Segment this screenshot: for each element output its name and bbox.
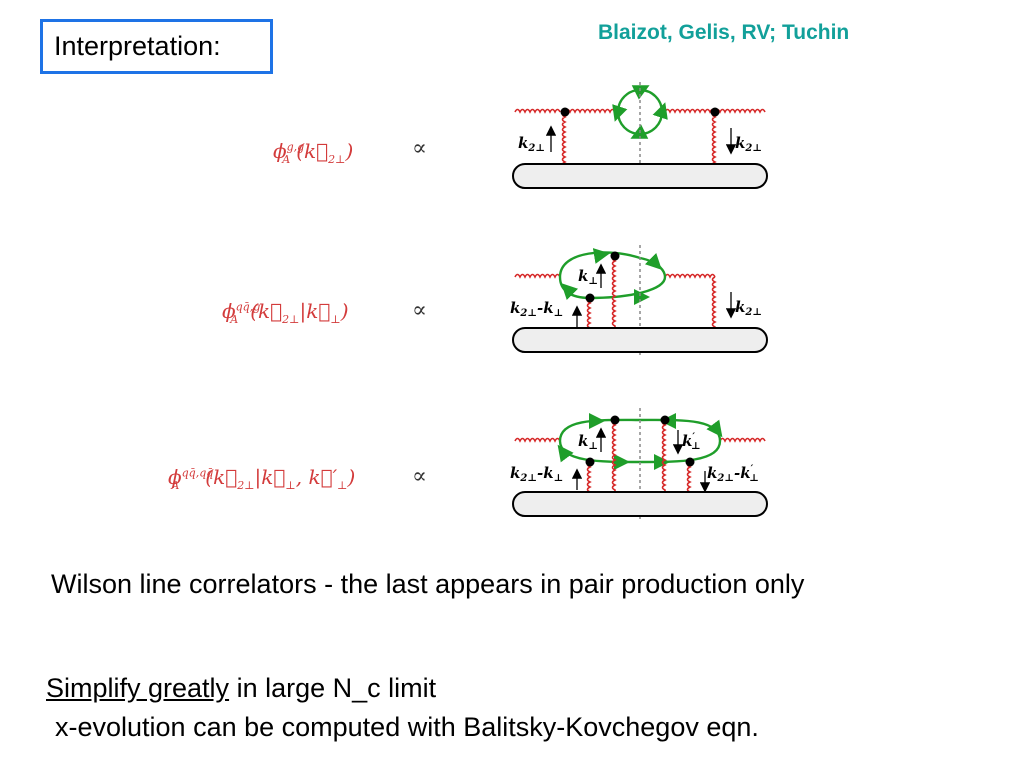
vertex-dot: [685, 457, 695, 467]
svg-text:k2⊥: k2⊥: [518, 134, 545, 154]
vertex-dot: [710, 107, 720, 117]
body-text-simplify-rest: in large N_c limit: [229, 673, 437, 703]
svg-text:k′⊥: k′⊥: [682, 432, 701, 452]
title-box: Interpretation:: [40, 19, 273, 74]
proportional-sign-1: ∝: [412, 136, 427, 161]
gluon-vertical: [561, 111, 567, 182]
vertex-dot: [610, 415, 620, 425]
gluon-vertical: [711, 111, 717, 182]
nucleus-bar: [512, 163, 768, 189]
gluon-vertical: [661, 419, 667, 495]
nucleus-bar: [512, 327, 768, 353]
vertex-dot: [585, 293, 595, 303]
svg-text:k2⊥: k2⊥: [735, 298, 762, 318]
formula-gg: ϕg,gA(k⃗2⊥): [273, 139, 354, 166]
svg-text:k2⊥-k⊥: k2⊥-k⊥: [510, 299, 563, 319]
gluon-vertical: [611, 419, 617, 495]
body-text-wilson: Wilson line correlators - the last appea…: [51, 569, 805, 599]
svg-text:k⊥: k⊥: [578, 267, 598, 287]
svg-text:k2⊥-k⊥: k2⊥-k⊥: [510, 464, 563, 484]
body-text-evolution: x-evolution can be computed with Balitsk…: [55, 712, 759, 742]
gluon-line: [514, 108, 561, 114]
authors-credit: Blaizot, Gelis, RV; Tuchin: [598, 21, 850, 44]
gluon-vertical: [686, 461, 692, 497]
gluon-line: [664, 273, 716, 279]
gluon-vertical: [586, 461, 592, 497]
gluon-vertical: [611, 255, 617, 333]
vertex-dot: [660, 415, 670, 425]
gluon-line: [664, 108, 716, 114]
gluon-line: [514, 437, 561, 443]
underlined-phrase: Simplify greatly: [46, 673, 230, 703]
diagram-2: k⊥ k2⊥-k⊥ k2⊥: [510, 245, 768, 355]
nucleus-bar: [512, 491, 768, 517]
page-title: Interpretation:: [54, 31, 221, 61]
svg-text:k⊥: k⊥: [578, 432, 598, 452]
vertex-dot: [585, 457, 595, 467]
proportional-sign-2: ∝: [412, 298, 427, 323]
svg-text:k2⊥: k2⊥: [735, 134, 762, 154]
proportional-sign-3: ∝: [412, 464, 427, 489]
svg-text:k2⊥-k′⊥: k2⊥-k′⊥: [707, 464, 759, 484]
gluon-line: [714, 108, 766, 114]
formula-qqqq: ϕqq̄,qq̄A(k⃗2⊥|k⃗⊥, k⃗′⊥): [168, 465, 356, 492]
diagram-1: k2⊥ k2⊥: [512, 82, 768, 190]
vertex-dot: [610, 251, 620, 261]
gluon-line: [514, 273, 561, 279]
vertex-dot: [560, 107, 570, 117]
formula-qqg: ϕqq̄,gA(k⃗2⊥|k⃗⊥): [222, 299, 349, 326]
gluon-line: [719, 437, 766, 443]
gluon-vertical: [586, 297, 592, 336]
gluon-line: [564, 108, 616, 114]
gluon-vertical: [711, 276, 717, 337]
diagram-3: k⊥ k′⊥ k2⊥-k⊥ k2⊥-k′⊥: [510, 408, 768, 520]
body-text-simplify: Simplify greatly in large N_c limit: [46, 668, 436, 708]
